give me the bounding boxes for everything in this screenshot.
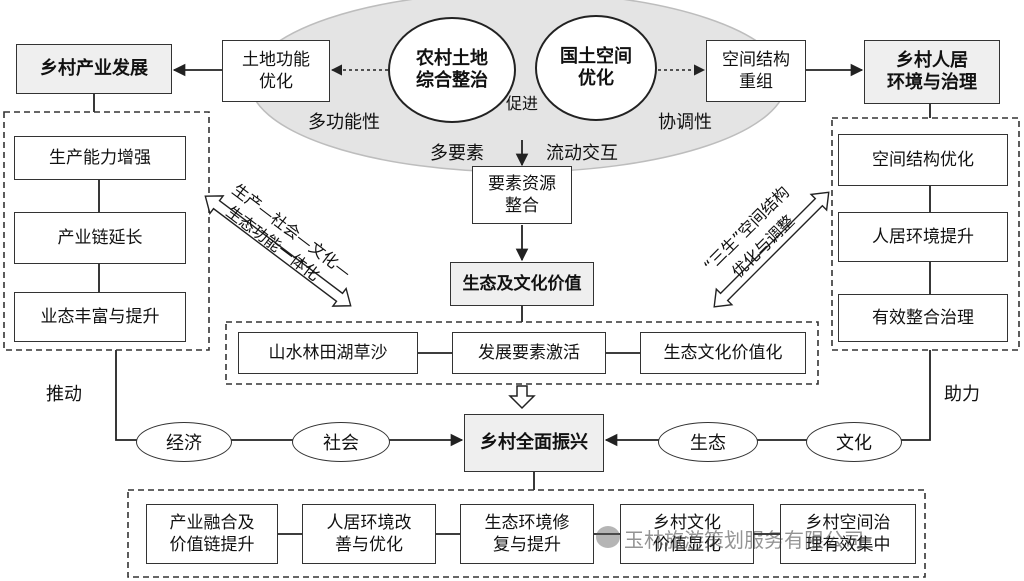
left-item-3: 业态丰富与提升 (14, 292, 186, 342)
left-dashed-group (3, 111, 210, 351)
left-bridge-box: 土地功能 优化 (222, 40, 330, 102)
left-circle-shape (388, 17, 516, 123)
right-diagonal-double-arrow (713, 191, 830, 308)
right-circle-shape (535, 15, 657, 121)
right-bridge-box: 空间结构 重组 (706, 40, 806, 102)
middle-item-1: 山水林田湖草沙 (238, 332, 418, 374)
bottom-item-4: 乡村文化 价值显化 (620, 504, 754, 564)
push-label: 推动 (46, 384, 82, 405)
oval-society: 社会 (292, 422, 390, 462)
left-diagonal-double-arrow (204, 195, 352, 307)
right-dashed-group (831, 117, 1020, 351)
bottom-item-2: 人居环境改 善与优化 (302, 504, 436, 564)
oval-culture: 文化 (806, 422, 902, 462)
revitalize-box: 乡村全面振兴 (464, 414, 604, 472)
middle-item-3: 生态文化价值化 (640, 332, 806, 374)
right-title-box: 乡村人居 环境与治理 (864, 40, 1000, 104)
multifunction-label: 多功能性 (308, 112, 380, 133)
watermark-logo-icon (596, 526, 620, 548)
left-circle-label: 农村土地 综合整治 (416, 48, 488, 91)
bottom-item-5: 乡村空间治 理有效集中 (780, 504, 916, 564)
right-item-2: 人居环境提升 (838, 212, 1008, 262)
assist-label: 助力 (944, 384, 980, 405)
bottom-dashed-group (127, 489, 926, 578)
left-item-1: 生产能力增强 (14, 136, 186, 180)
hollow-down-arrow (508, 385, 536, 410)
middle-dashed-group (225, 321, 819, 385)
left-item-2: 产业链延长 (14, 212, 186, 264)
middle-item-2: 发展要素激活 (452, 332, 606, 374)
oval-economy: 经济 (136, 422, 232, 462)
promote-label: 促进 (506, 94, 539, 113)
right-item-3: 有效整合治理 (838, 294, 1008, 342)
integrate-box: 要素资源 整合 (472, 166, 572, 224)
oval-ecology: 生态 (658, 422, 758, 462)
bottom-item-3: 生态环境修 复与提升 (460, 504, 594, 564)
right-item-1: 空间结构优化 (838, 134, 1008, 186)
coordination-label: 协调性 (658, 112, 712, 133)
right-circle-label: 国土空间 优化 (560, 46, 632, 89)
multi-element-label: 多要素 (430, 143, 484, 164)
left-title-box: 乡村产业发展 (16, 44, 172, 94)
bottom-item-1: 产业融合及 价值链提升 (146, 504, 278, 564)
flow-interaction-label: 流动交互 (546, 143, 618, 164)
watermark-text: 玉林旅游策划服务有限公司 (624, 528, 864, 552)
value-box: 生态及文化价值 (450, 262, 594, 306)
